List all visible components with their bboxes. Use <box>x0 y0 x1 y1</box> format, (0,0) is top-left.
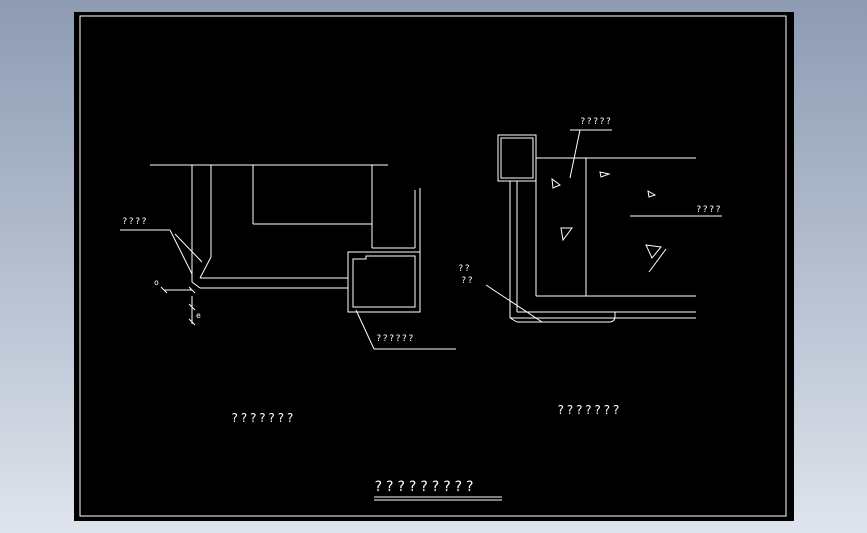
right-detail-geometry <box>485 129 722 323</box>
right-left-label-2: ?? <box>461 276 474 286</box>
left-box-label: ?????? <box>376 334 415 344</box>
left-detail-caption: ??????? <box>231 411 296 425</box>
right-left-label-1: ?? <box>458 264 471 274</box>
left-dim-label-b: e <box>196 311 202 320</box>
cad-viewport[interactable]: ???? ?????? o e ??????? ????? ???? ?? ??… <box>74 12 794 521</box>
drawing-frame <box>79 15 787 517</box>
left-detail-geometry <box>120 164 456 350</box>
title-underline <box>374 496 502 501</box>
right-detail-caption: ??????? <box>557 403 622 417</box>
right-side-label: ???? <box>696 205 722 215</box>
cad-drawing <box>79 15 787 517</box>
left-leader-label: ???? <box>122 217 148 227</box>
sheet-title: ????????? <box>374 479 477 495</box>
left-dim-label-a: o <box>154 278 160 287</box>
right-top-label: ????? <box>580 117 613 127</box>
